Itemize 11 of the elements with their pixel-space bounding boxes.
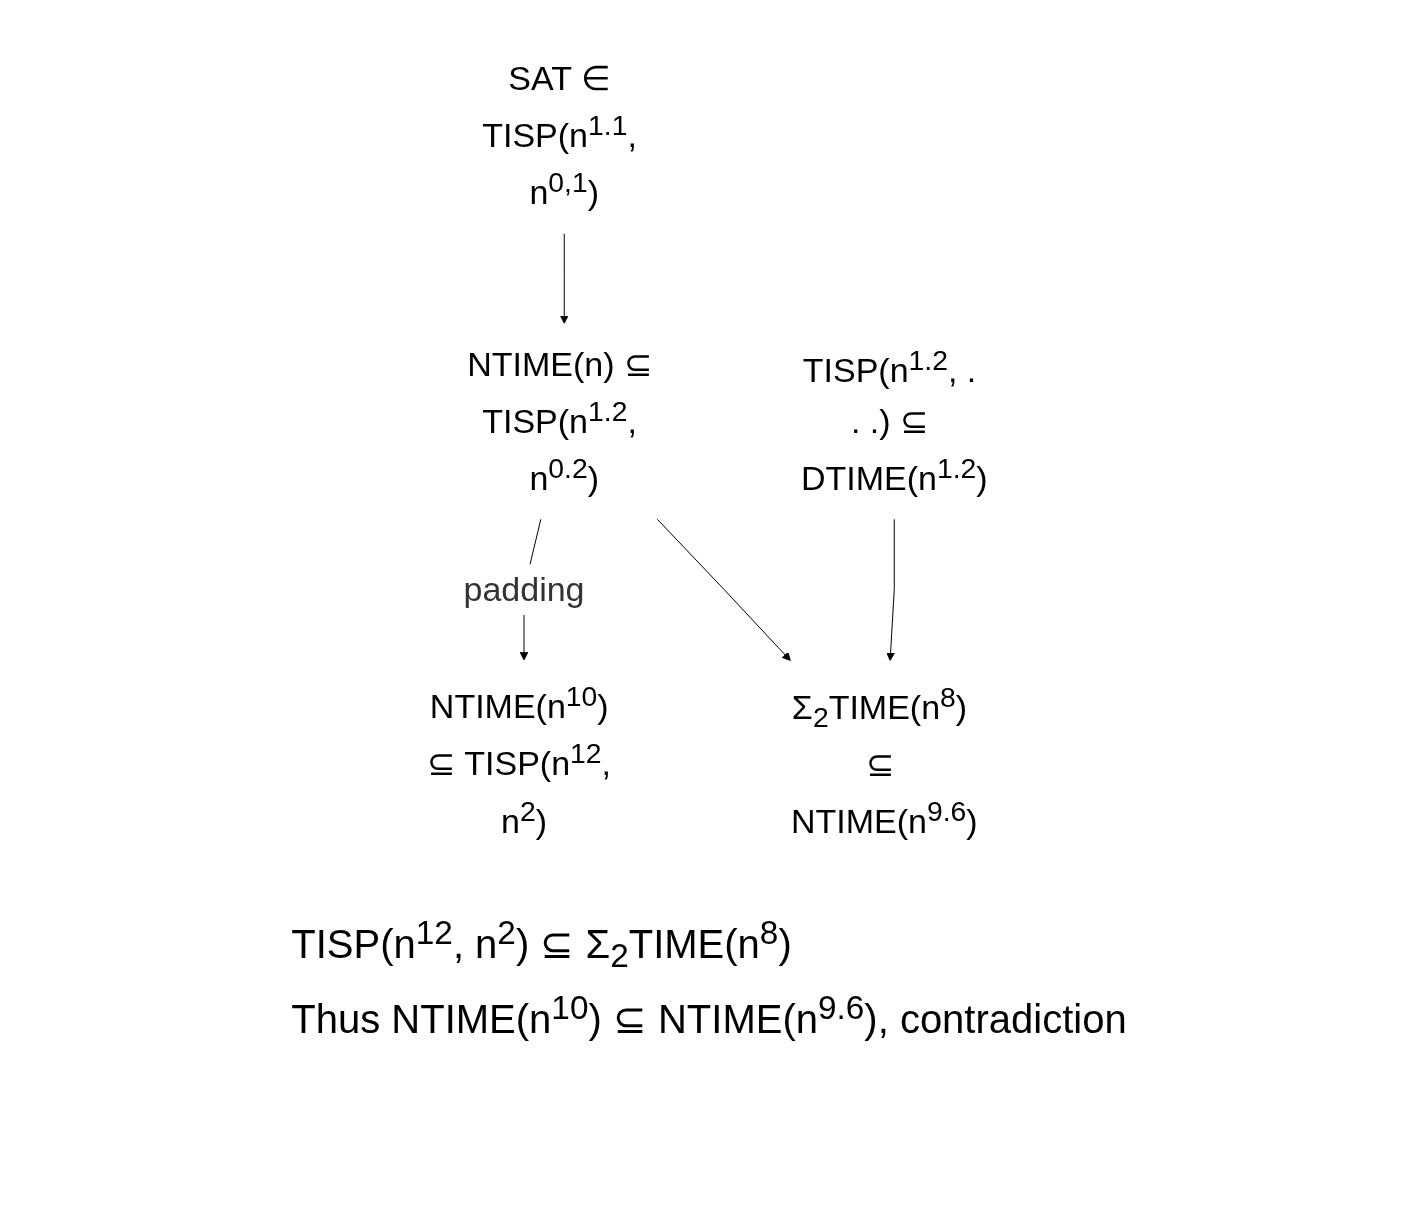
edge-label: padding — [463, 570, 585, 609]
node-text: SAT ∈ TISP(n$^{1.1}$, n$^{0,1}$) — [482, 58, 637, 212]
note-text: TISP(n$^{12}$, n$^{2}$) ⊆ Σ$_{2}$TIME(n$^{8}$) — [291, 914, 793, 976]
arrow — [559, 233, 569, 324]
arrow — [886, 518, 895, 662]
node-text: TISP(n$^{1.2}$, . . .) ⊆ DTIME(n$^{1.2}$) — [800, 343, 988, 498]
arrow — [656, 518, 791, 662]
node-text: NTIME(n$^{10}$) ⊆ TISP(n$^{12}$, n$^{2}$) — [427, 680, 611, 841]
note-text: Thus NTIME(n$^{10}$) ⊆ NTIME(n$^{9.6}$), contradiction — [291, 989, 1127, 1043]
node-text: Σ$_{2}$TIME(n$^{8}$) ⊆ NTIME(n$^{9.6}$) — [790, 680, 978, 840]
node-text: NTIME(n) ⊆ TISP(n$^{1.2}$, n$^{0.2}$) — [467, 344, 652, 498]
